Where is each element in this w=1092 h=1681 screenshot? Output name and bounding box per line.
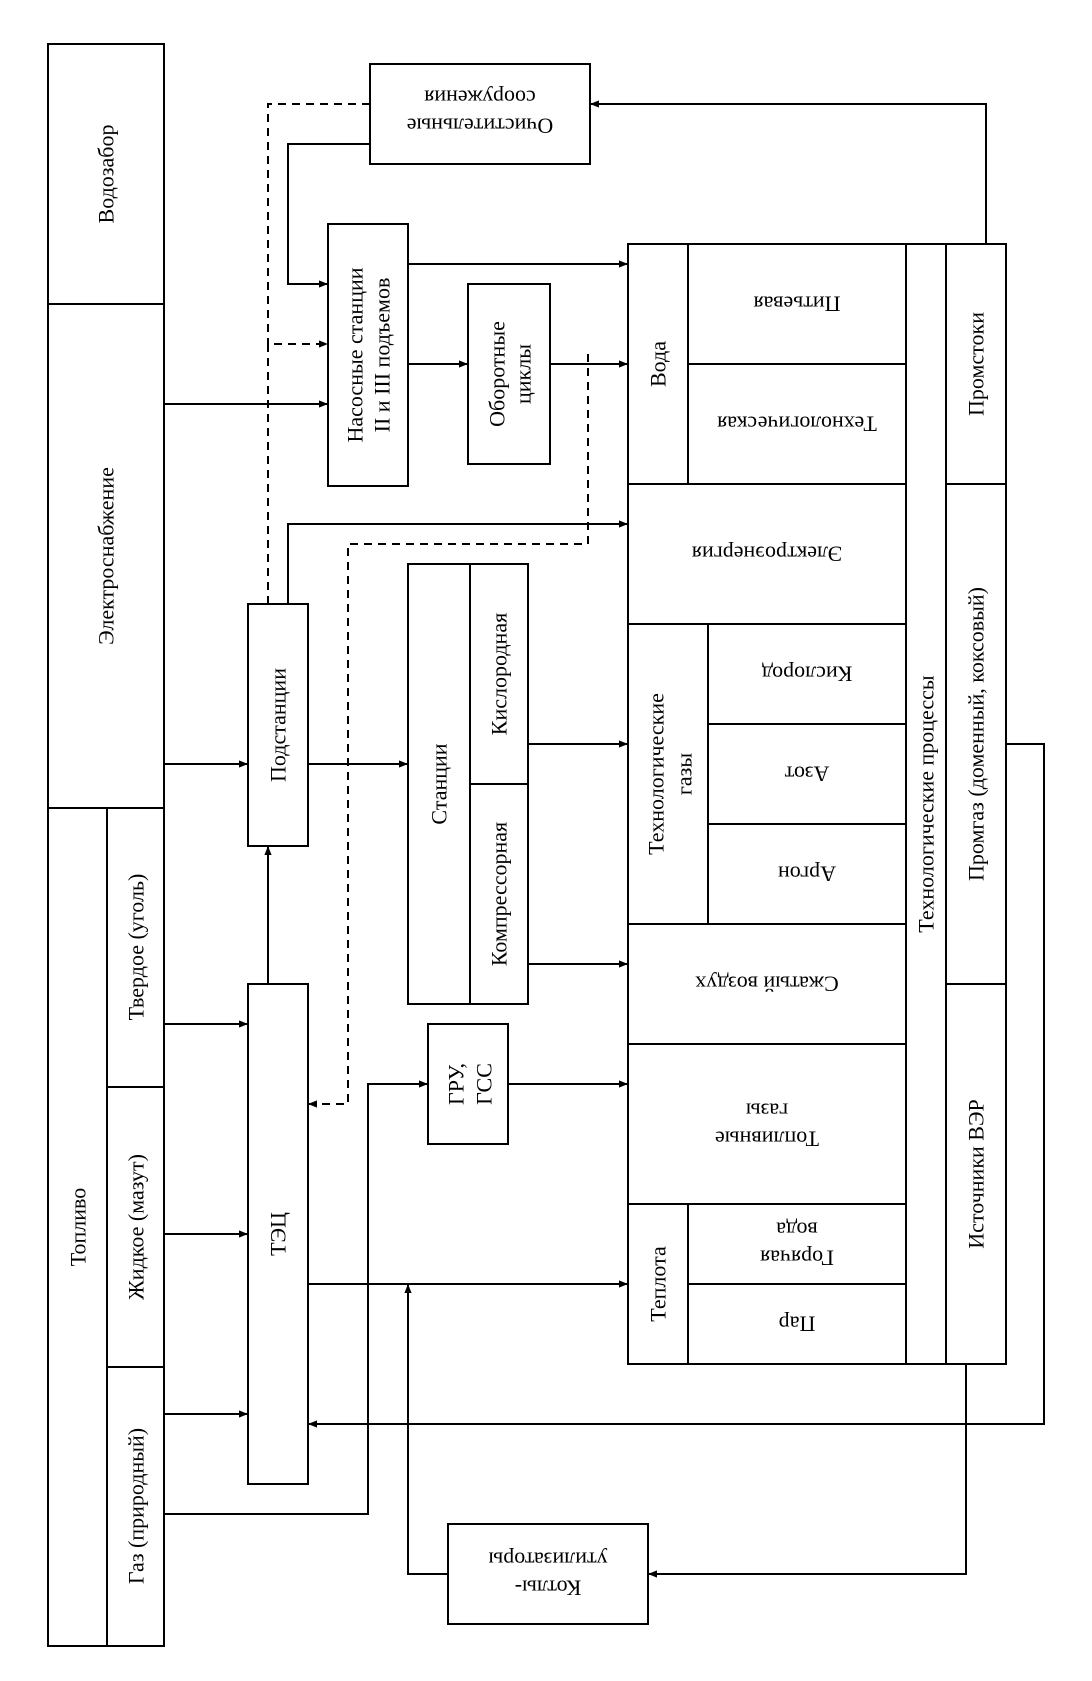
chp-box: ТЭЦ (247, 983, 309, 1485)
hot-water-label-line2: вода (776, 1218, 818, 1243)
compressor-label: Компрессорная (487, 822, 512, 966)
arrow-treatment-to-pumps (287, 143, 370, 288)
consumers-table: Вода Питьевая Технологическая Электроэне… (627, 243, 907, 1365)
water-label: Вода (646, 341, 671, 387)
argon-label: Аргон (778, 862, 836, 887)
treatment-label-line1: Очистительные (407, 114, 554, 139)
arrow-process-gas-to-chp (308, 743, 1045, 1428)
fuel-solid-label: Твердое (уголь) (124, 874, 149, 1021)
tech-processes-label: Технологические процессы (914, 675, 939, 933)
tech-gases-label-line1: Технологические (644, 693, 669, 855)
stations-box: Станции Компрессорная Кислородная (407, 563, 529, 1005)
technological-water-label: Технологическая (717, 412, 877, 437)
waste-heat-boilers-box: Котлы- утилизаторы (447, 1523, 649, 1625)
arrow-substations-to-electricity (287, 520, 628, 604)
arrow-wastewater-to-treatment (590, 100, 987, 244)
gru-label-line2: ГСС (472, 1063, 497, 1105)
water-intake-block: Водозабор (47, 43, 165, 305)
drinking-water-label: Питьевая (753, 292, 840, 317)
arrow-treatment-to-pumps-dashed (267, 103, 370, 344)
fuel-gases-label-line2: газы (746, 1099, 788, 1124)
steam-label: Пар (779, 1312, 816, 1337)
fuel-block: Топливо Газ (природный) Жидкое (мазут) Т… (47, 807, 165, 1647)
substations-box: Подстанции (247, 603, 309, 847)
fuel-gas-label: Газ (природный) (124, 1428, 149, 1584)
fuel-label: Топливо (66, 1188, 91, 1267)
heat-label: Теплота (646, 1246, 671, 1322)
connectors (164, 100, 1045, 1578)
stations-label: Станции (427, 743, 452, 824)
tech-gases-label-line2: газы (672, 753, 697, 795)
power-supply-block: Электроснабжение (47, 303, 165, 809)
gru-gss-box: ГРУ, ГСС (427, 1023, 509, 1145)
arrow-recirc-to-chp-dashed (308, 354, 589, 1108)
arrow-substations-to-pumps-dashed (267, 340, 328, 604)
recirc-label-line2: циклы (511, 344, 536, 404)
ser-sources-label: Источники ВЭР (964, 1099, 989, 1248)
arrow-boilers-to-heat (404, 1284, 448, 1575)
recirc-label-line1: Оборотные (485, 321, 510, 427)
oxygen-label: Кислород (762, 662, 853, 687)
pump-stations-box: Насосные станции II и III подъемов (327, 223, 409, 487)
boilers-label-line2: утилизаторы (488, 1548, 607, 1573)
tech-processes-column: Технологические процессы (905, 243, 947, 1365)
nitrogen-label: Азот (784, 762, 829, 787)
fuel-gases-label-line1: Топливные (715, 1127, 819, 1152)
pump-label-line1: Насосные станции (343, 267, 368, 442)
compressed-air-label: Сжатый воздух (695, 972, 838, 997)
water-intake-label: Водозабор (94, 125, 119, 224)
treatment-label-line2: сооружения (424, 86, 536, 111)
oxygen-station-label: Кислородная (487, 613, 512, 735)
fuel-liquid-label: Жидкое (мазут) (124, 1154, 149, 1300)
arrow-gas-to-gru (164, 1080, 428, 1515)
power-supply-label: Электроснабжение (94, 467, 119, 645)
byproducts-column: Промстоки Промгаз (доменный, коксовый) И… (945, 243, 1007, 1365)
chp-label: ТЭЦ (266, 1212, 291, 1256)
wastewater-label: Промстоки (964, 312, 989, 416)
electricity-label: Электроэнергия (692, 542, 842, 567)
boilers-label-line1: Котлы- (515, 1576, 581, 1601)
arrow-ser-to-boilers (648, 1364, 967, 1578)
recirculation-cycles-box: Оборотные циклы (467, 283, 551, 465)
treatment-facilities-box: Очистительные сооружения (369, 63, 591, 165)
hot-water-label-line1: Горячая (760, 1246, 834, 1271)
process-gas-label: Промгаз (доменный, коксовый) (964, 587, 989, 881)
substations-label: Подстанции (266, 668, 291, 782)
pump-label-line2: II и III подъемов (370, 278, 395, 433)
gru-label-line1: ГРУ, (444, 1063, 469, 1105)
